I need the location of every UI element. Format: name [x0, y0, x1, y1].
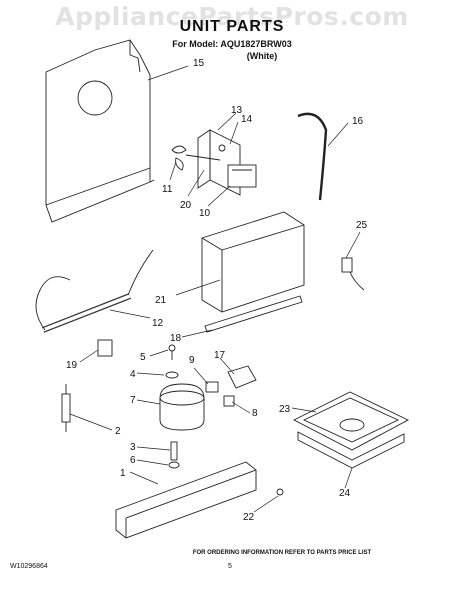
callout-12: 12	[152, 318, 164, 329]
model-line: For Model: AQU1827BRW03	[172, 39, 292, 49]
part-8-fitting	[223, 395, 235, 407]
callout-7: 7	[130, 395, 136, 406]
callout-15: 15	[193, 58, 205, 69]
callout-1: 1	[120, 468, 126, 479]
part-18-strip	[204, 295, 303, 333]
part-25-connector	[341, 257, 365, 291]
callout-6: 6	[130, 455, 136, 466]
page-number: 5	[228, 563, 232, 570]
callout-23: 23	[279, 404, 291, 415]
part-4-washer	[165, 371, 179, 379]
part-2-drier	[61, 384, 71, 432]
part-24-drain-tray	[297, 431, 405, 469]
leader-lines	[69, 65, 361, 513]
part-22-screw	[276, 488, 284, 496]
part-17-relay	[227, 365, 257, 389]
watermark: AppliancePartsPros.com	[55, 2, 409, 31]
callout-9: 9	[189, 355, 195, 366]
part-16-drain-tube	[297, 112, 328, 201]
callout-14: 14	[241, 114, 253, 125]
color-line: (White)	[246, 51, 278, 61]
callout-11: 11	[162, 184, 173, 195]
callout-18: 18	[170, 333, 182, 344]
part-21-condenser	[201, 211, 305, 313]
callout-2: 2	[115, 426, 121, 437]
callout-21: 21	[155, 295, 167, 306]
diagram-title: UNIT PARTS	[179, 18, 285, 35]
callout-13: 13	[231, 105, 243, 116]
callout-25: 25	[356, 220, 368, 231]
part-1-base	[115, 461, 257, 539]
document-number: W10296864	[10, 563, 48, 570]
callout-5: 5	[140, 352, 146, 363]
callout-19: 19	[66, 360, 78, 371]
part-23-drain-pan	[293, 391, 409, 451]
part-fan-motor-assembly	[171, 129, 257, 196]
callout-labels: 15 13 14 16 11 20 10 25 21 12 18 5 9 17 …	[66, 58, 368, 523]
part-19-clip	[97, 339, 113, 357]
part-9-overload	[205, 381, 219, 393]
callout-20: 20	[180, 200, 192, 211]
part-15-rear-panel	[45, 39, 155, 223]
callout-8: 8	[252, 408, 258, 419]
callout-10: 10	[199, 208, 211, 219]
part-5-screw	[168, 344, 176, 360]
model-subtitle: For Model: AQU1827BRW03 (White)	[0, 38, 464, 62]
callout-22: 22	[243, 512, 255, 523]
callout-3: 3	[130, 442, 136, 453]
part-6-sleeve	[168, 461, 180, 469]
callout-4: 4	[130, 369, 136, 380]
part-12-heater	[35, 249, 154, 333]
callout-24: 24	[339, 488, 351, 499]
part-3-grommet	[170, 441, 178, 461]
ordering-note: FOR ORDERING INFORMATION REFER TO PARTS …	[192, 550, 372, 556]
callout-16: 16	[352, 116, 364, 127]
callout-17: 17	[214, 350, 226, 361]
part-7-compressor	[159, 383, 205, 431]
